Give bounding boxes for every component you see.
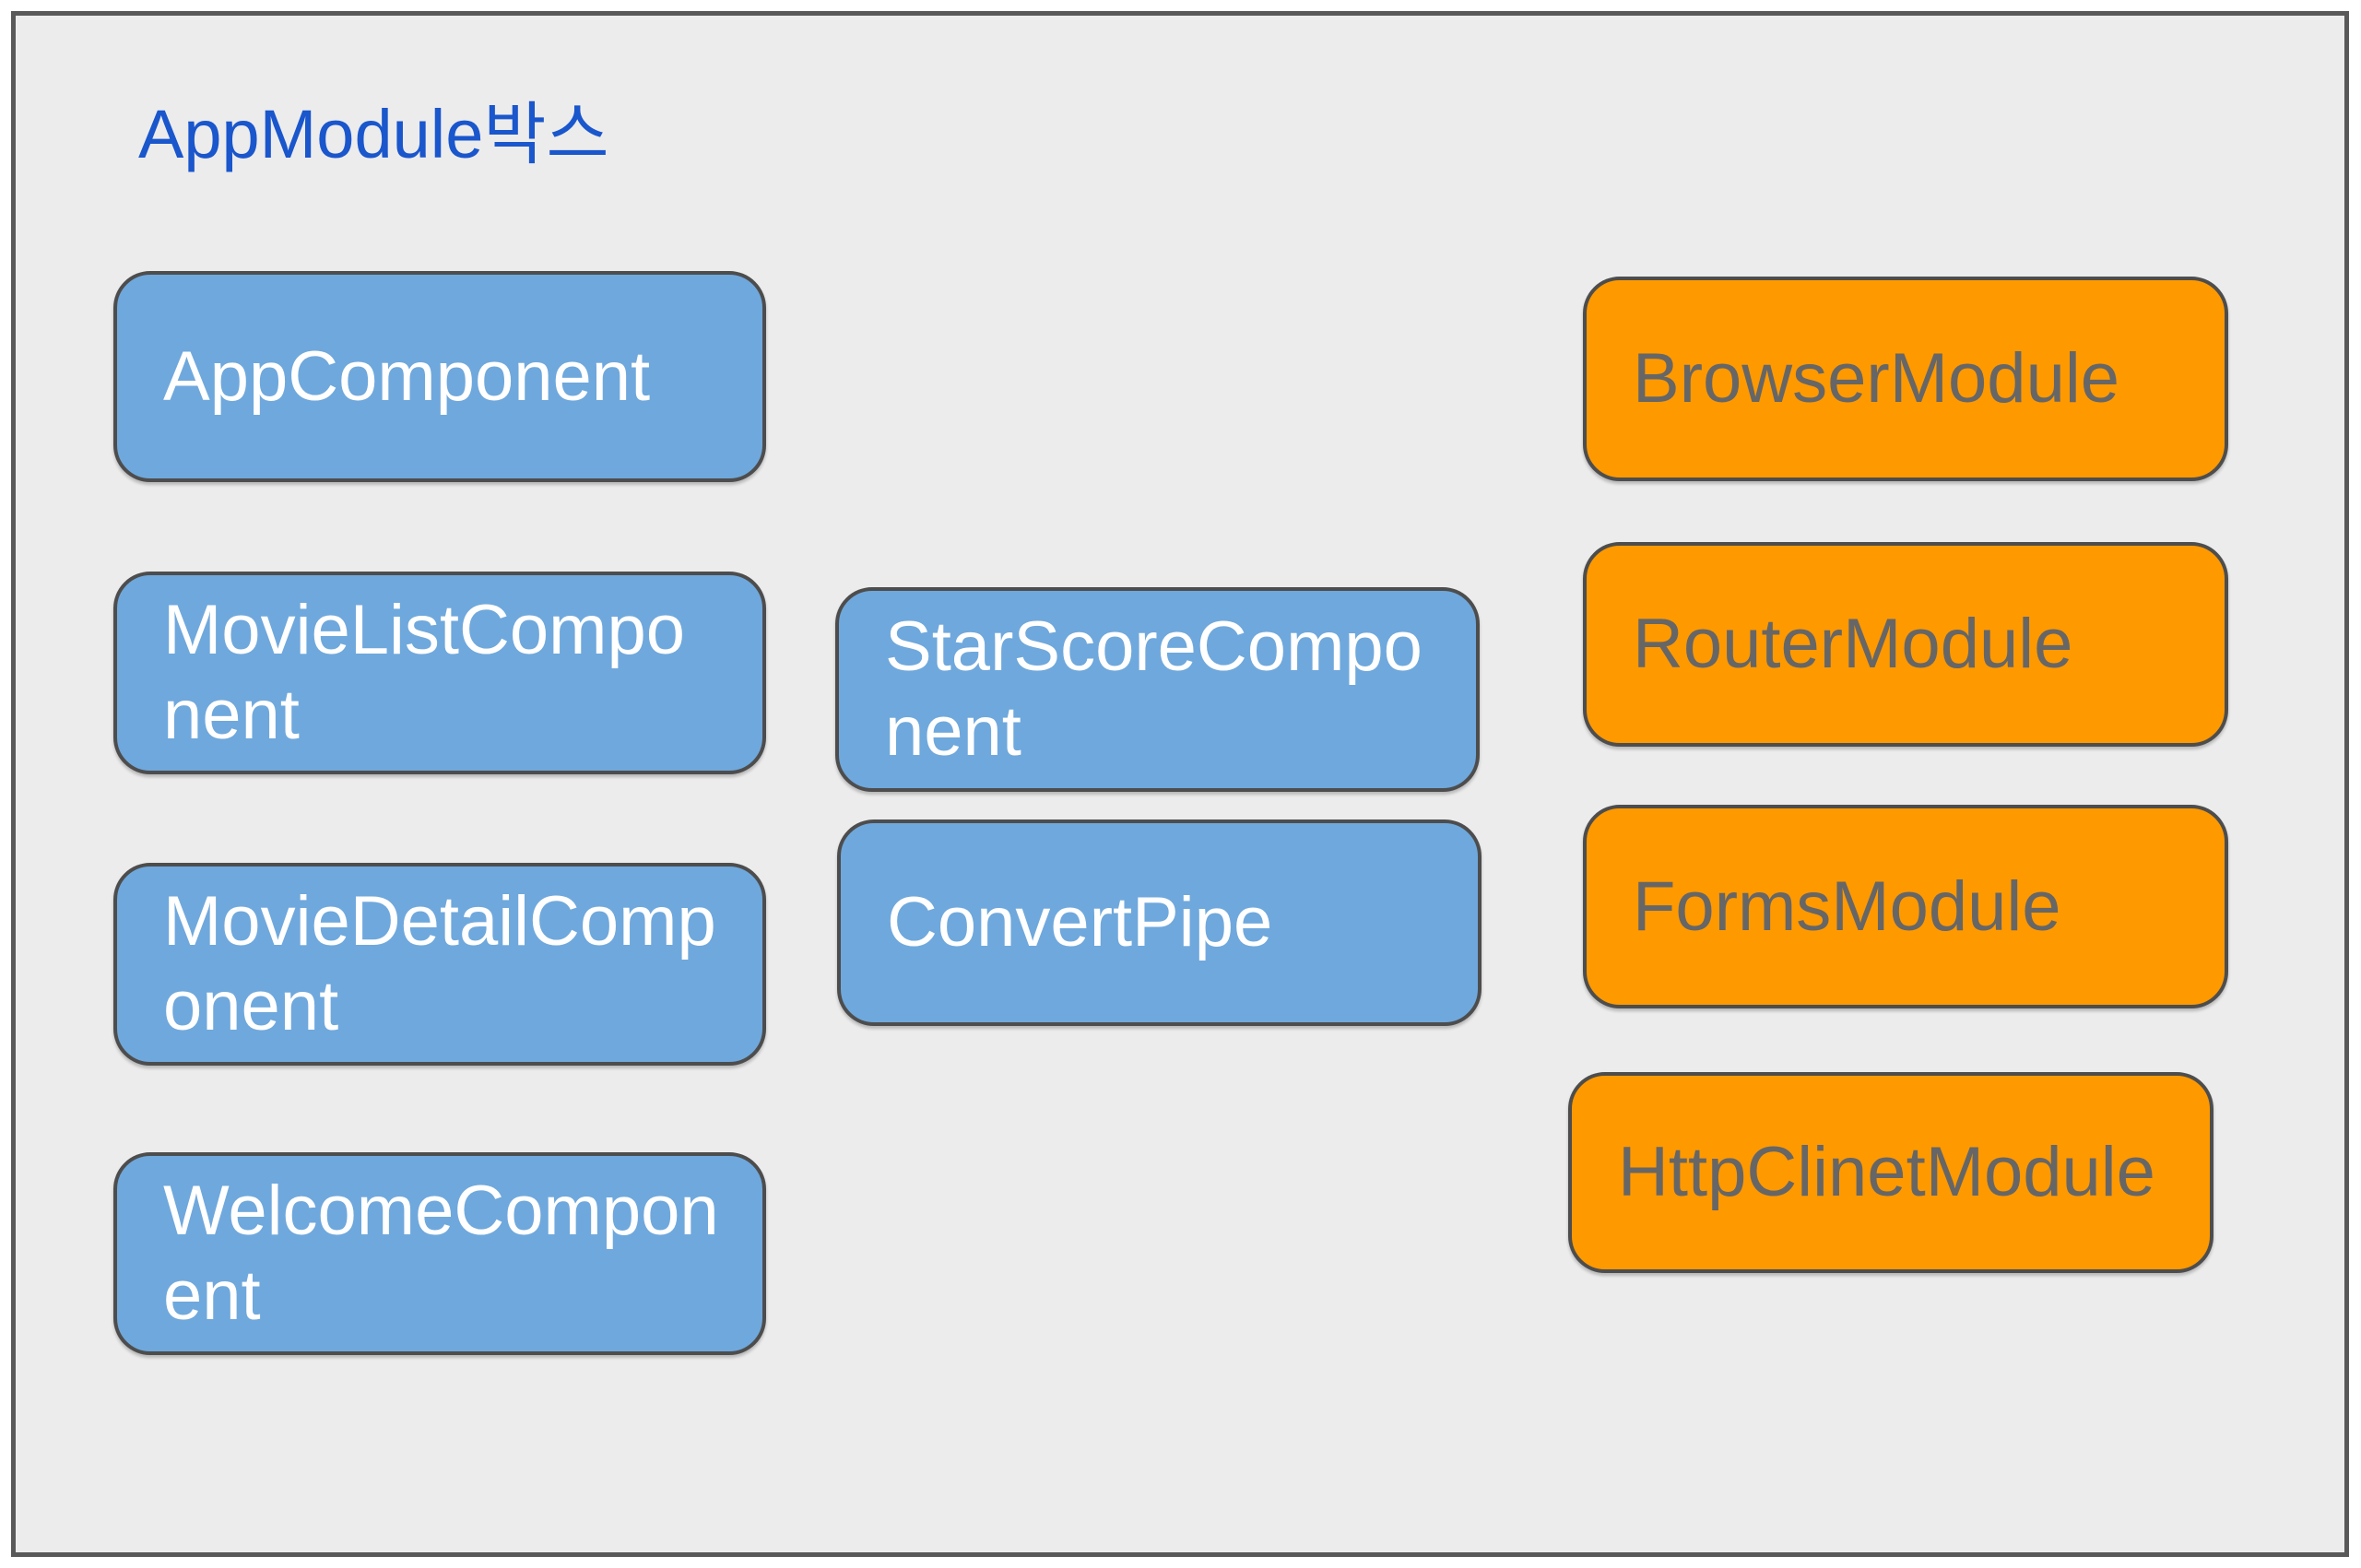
box-movie-detail-component: MovieDetailComp onent [113, 863, 766, 1066]
box-movie-list-component: MovieListCompo nent [113, 572, 766, 774]
box-movie-detail-component-label: MovieDetailComp onent [163, 882, 716, 1045]
box-forms-module-label: FormsModule [1633, 867, 2061, 946]
box-browser-module-label: BrowserModule [1633, 339, 2119, 419]
appmodule-frame: AppModule박스 AppComponent MovieListCompo … [11, 11, 2349, 1557]
diagram-title: AppModule박스 [138, 96, 609, 172]
box-convert-pipe: ConvertPipe [837, 819, 1482, 1026]
box-browser-module: BrowserModule [1583, 277, 2228, 481]
box-movie-list-component-label: MovieListCompo nent [163, 591, 685, 754]
box-welcome-component: WelcomeCompon ent [113, 1152, 766, 1355]
box-app-component-label: AppComponent [163, 336, 651, 416]
box-welcome-component-label: WelcomeCompon ent [163, 1172, 719, 1335]
box-app-component: AppComponent [113, 271, 766, 482]
box-forms-module: FormsModule [1583, 805, 2228, 1008]
box-star-score-component: StarScoreCompo nent [835, 587, 1480, 792]
box-convert-pipe-label: ConvertPipe [887, 883, 1273, 962]
box-http-clinet-module-label: HttpClinetModule [1618, 1133, 2155, 1212]
box-http-clinet-module: HttpClinetModule [1568, 1072, 2213, 1273]
box-star-score-component-label: StarScoreCompo nent [885, 607, 1423, 771]
box-router-module-label: RouterModule [1633, 605, 2073, 684]
box-router-module: RouterModule [1583, 542, 2228, 747]
